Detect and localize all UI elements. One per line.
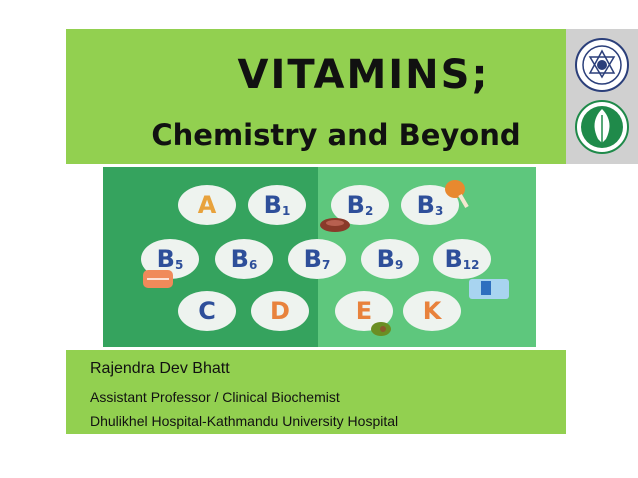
slide-title: VITAMINS; xyxy=(237,52,490,98)
university-logo-icon xyxy=(575,38,629,154)
vitamin-bubble: D xyxy=(251,291,309,331)
avocado-icon xyxy=(371,322,391,336)
vitamin-subscript: 2 xyxy=(364,204,374,218)
vitamin-subscript: 5 xyxy=(174,258,184,272)
vitamin-bubble: B9 xyxy=(361,239,419,279)
author-name: Rajendra Dev Bhatt xyxy=(90,360,230,377)
vitamin-letter: A xyxy=(197,191,217,219)
vitamin-bubble: B7 xyxy=(288,239,346,279)
meat-icon xyxy=(320,218,350,232)
vitamin-letter: B xyxy=(230,245,249,273)
author-affiliation: Dhulikhel Hospital-Kathmandu University … xyxy=(90,413,399,429)
vitamin-letter: E xyxy=(355,297,373,325)
slide-subtitle: Chemistry and Beyond xyxy=(151,118,521,152)
vitamin-subscript: 12 xyxy=(462,258,480,272)
logo-panel xyxy=(566,29,638,164)
title-band xyxy=(66,29,566,164)
vitamin-letter: B xyxy=(346,191,365,219)
vitamin-bubble: K xyxy=(403,291,461,331)
vitamin-letter: B xyxy=(416,191,435,219)
vitamin-subscript: 1 xyxy=(281,204,291,218)
vitamin-bubble: C xyxy=(178,291,236,331)
vitamin-bubble: A xyxy=(178,185,236,225)
vitamin-letter: D xyxy=(270,297,290,325)
vitamin-bubble: B1 xyxy=(248,185,306,225)
vitamin-subscript: 9 xyxy=(394,258,404,272)
vitamin-letter: C xyxy=(198,297,216,325)
vitamin-bubble: B6 xyxy=(215,239,273,279)
chicken-leg-icon xyxy=(445,180,469,209)
milk-carton-icon xyxy=(469,279,509,299)
vitamin-letter: B xyxy=(263,191,282,219)
author-role: Assistant Professor / Clinical Biochemis… xyxy=(90,389,340,405)
vitamin-letter: K xyxy=(422,297,442,325)
fish-icon xyxy=(143,270,173,288)
vitamin-bubble: B5 xyxy=(141,239,199,279)
vitamin-bubble: B12 xyxy=(433,239,491,279)
vitamin-letter: B xyxy=(303,245,322,273)
vitamin-subscript: 7 xyxy=(321,258,331,272)
author-band xyxy=(66,350,566,434)
vitamin-bubble: B2 xyxy=(331,185,389,225)
vitamin-letter: B xyxy=(376,245,395,273)
food-icons xyxy=(143,180,509,336)
vitamin-subscript: 3 xyxy=(434,204,444,218)
vitamin-letter: B xyxy=(156,245,175,273)
vitamin-subscript: 6 xyxy=(248,258,258,272)
vitamin-letter: B xyxy=(444,245,463,273)
